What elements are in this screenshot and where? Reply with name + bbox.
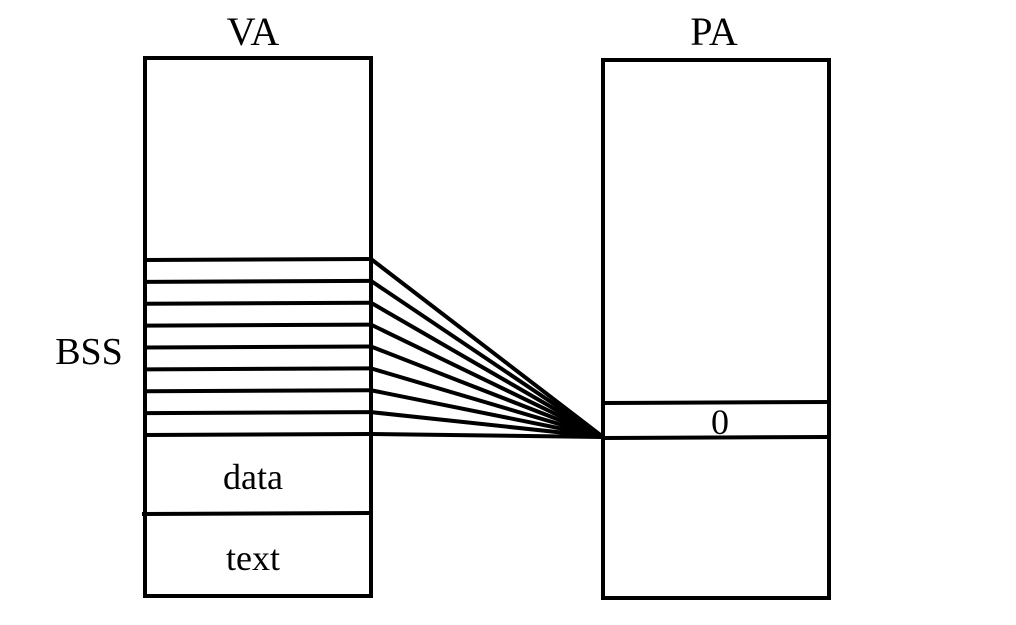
data-segment-label: data (223, 457, 283, 497)
bss-page-boundary (144, 278, 372, 284)
bss-page-mapping-line (370, 366, 604, 439)
pa-box (601, 58, 831, 600)
bss-page-mapping-line (370, 322, 604, 439)
va-box (143, 56, 373, 598)
bss-page-boundary (144, 366, 372, 372)
bss-page-boundary (144, 410, 372, 416)
bss-page-mapping-line (370, 388, 604, 439)
text-segment-label: text (226, 538, 280, 578)
bss-page-boundary (144, 388, 372, 394)
physical-address-space: PA 0 (601, 9, 831, 600)
bss-page-mapping-line (370, 344, 604, 439)
data-text-divider (141, 511, 372, 516)
bss-page-boundary (144, 300, 372, 306)
bss-page-mapping-line (370, 432, 604, 439)
bss-page-boundary (144, 322, 372, 328)
zero-page-label: 0 (711, 402, 729, 442)
zero-page-bottom-edge (602, 435, 830, 440)
va-title: VA (227, 9, 280, 54)
bss-page-boundary (144, 257, 372, 262)
zero-page-top-edge (602, 400, 830, 405)
virtual-address-space: VA BSS data text (55, 9, 373, 598)
bss-page-boundary (144, 344, 372, 350)
bss-page-mapping-line (369, 301, 605, 439)
bss-page-boundary (144, 432, 372, 437)
bss-page-mapping-line (369, 257, 605, 439)
bss-page-mapping-line (369, 279, 605, 439)
bss-label: BSS (55, 331, 123, 373)
bss-page-lines (144, 257, 372, 437)
pa-title: PA (690, 9, 738, 54)
bss-page-mapping-line (370, 410, 604, 439)
bss-to-zero-page-mappings (369, 257, 605, 439)
